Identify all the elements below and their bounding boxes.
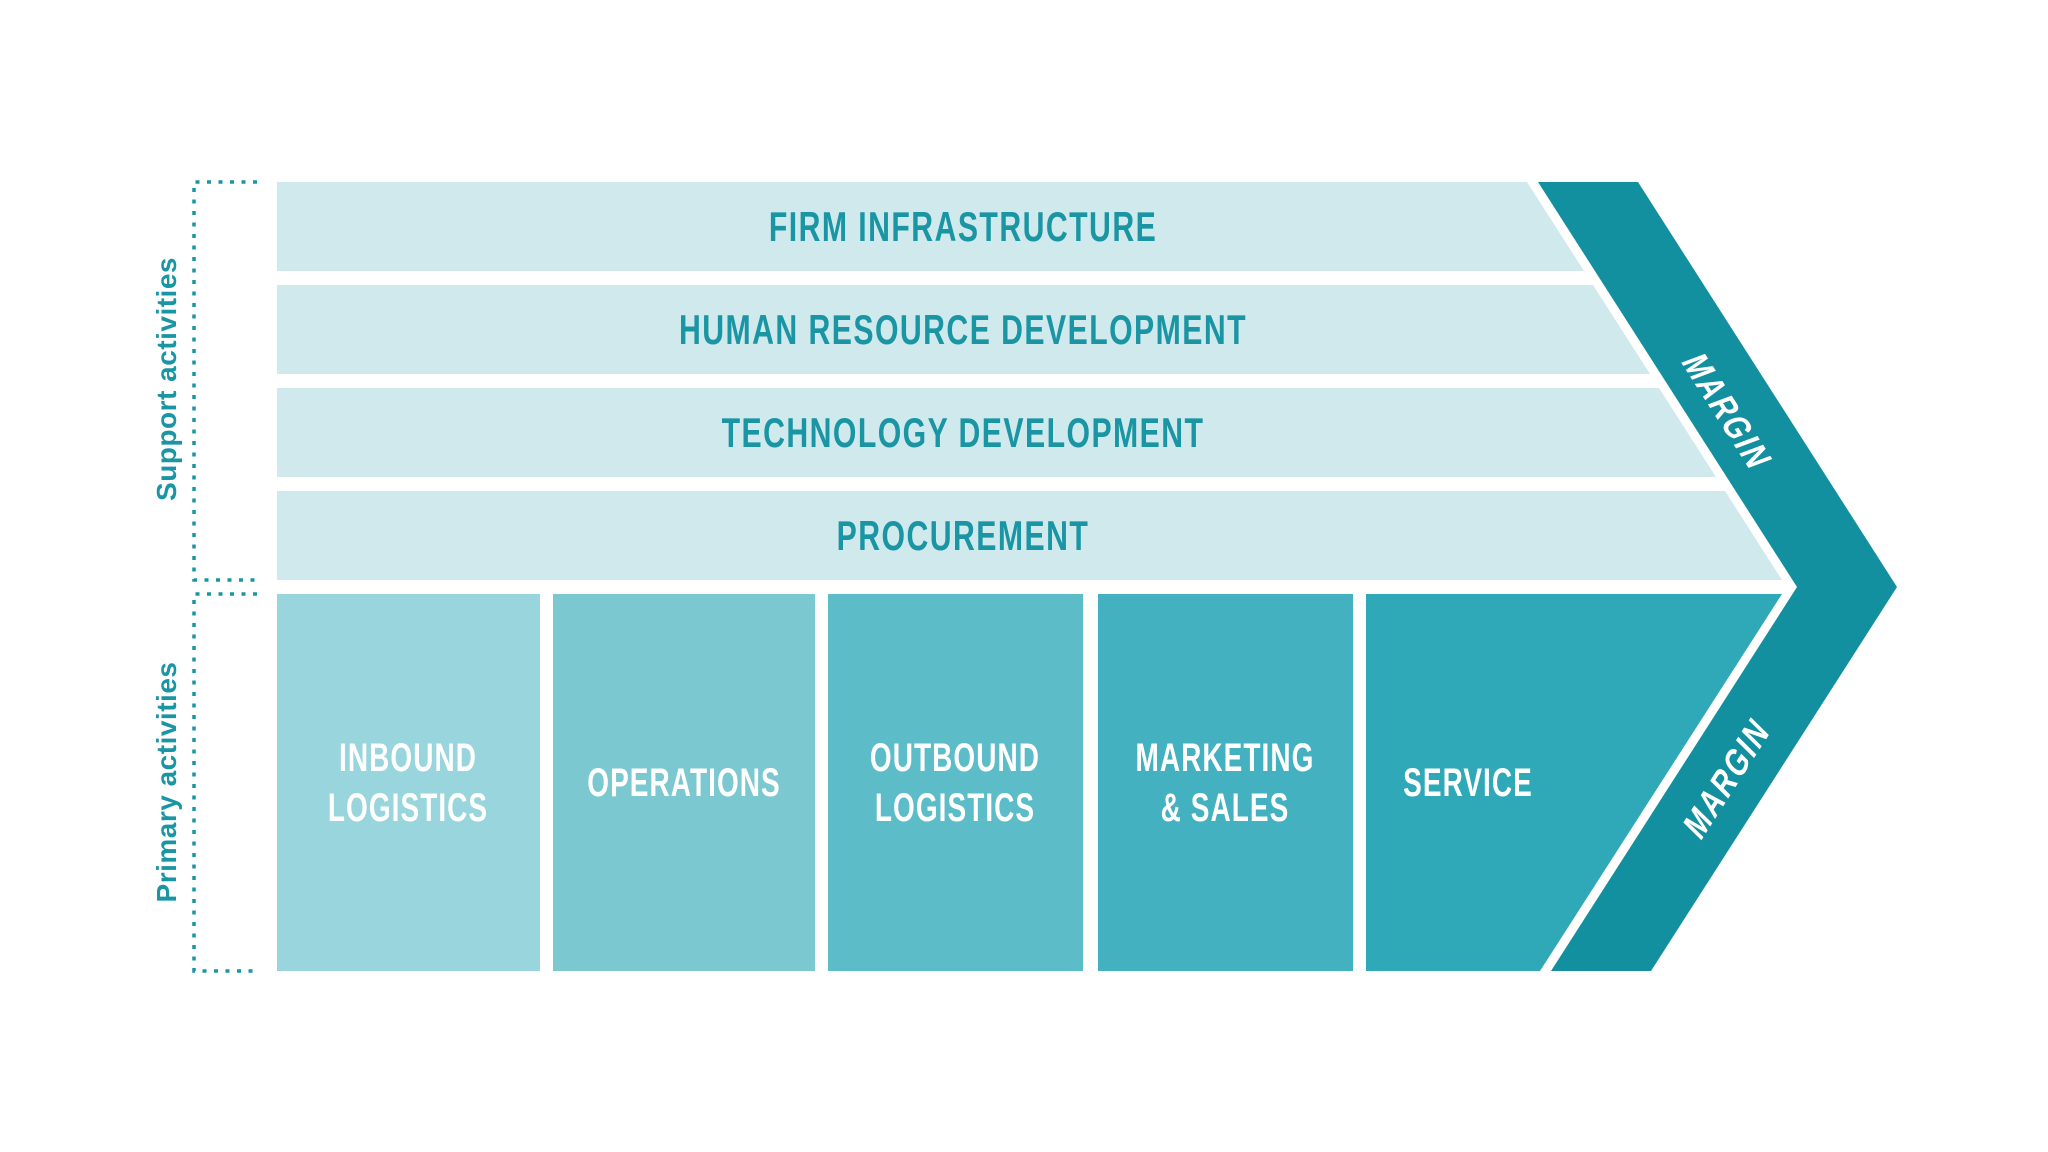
primary-block-service <box>1366 594 1782 971</box>
primary-label-inbound-logistics: LOGISTICS <box>328 786 488 830</box>
primary-label-sales: & SALES <box>1161 786 1290 830</box>
primary-label-service: SERVICE <box>1403 761 1533 805</box>
support-activities-side-label: Support activities <box>151 257 182 501</box>
primary-block-marketing-sales <box>1098 594 1353 971</box>
support-bar-human-resource-development <box>277 285 1650 374</box>
primary-activities-side-label: Primary activities <box>151 662 182 903</box>
support-bar-technology-development <box>277 388 1716 477</box>
support-bar-procurement <box>277 491 1782 580</box>
primary-label-inbound: INBOUND <box>339 736 477 780</box>
support-bar-firm-infrastructure <box>277 182 1584 271</box>
primary-label-outbound-logistics: LOGISTICS <box>875 786 1035 830</box>
primary-block-operations <box>553 594 815 971</box>
support-bar-label-procurement: PROCUREMENT <box>837 512 1090 559</box>
primary-block-inbound-logistics <box>277 594 540 971</box>
primary-label-marketing: MARKETING <box>1136 736 1315 780</box>
primary-label-operations: OPERATIONS <box>587 761 781 805</box>
primary-label-outbound: OUTBOUND <box>870 736 1040 780</box>
primary-activities-bracket <box>192 592 257 973</box>
support-bar-label-technology-development: TECHNOLOGY DEVELOPMENT <box>722 409 1205 456</box>
margin-arrow-band <box>1538 182 1897 971</box>
support-bar-label-human-resource-development: HUMAN RESOURCE DEVELOPMENT <box>679 306 1247 353</box>
support-bar-label-firm-infrastructure: FIRM INFRASTRUCTURE <box>769 203 1157 250</box>
primary-block-outbound-logistics <box>828 594 1083 971</box>
